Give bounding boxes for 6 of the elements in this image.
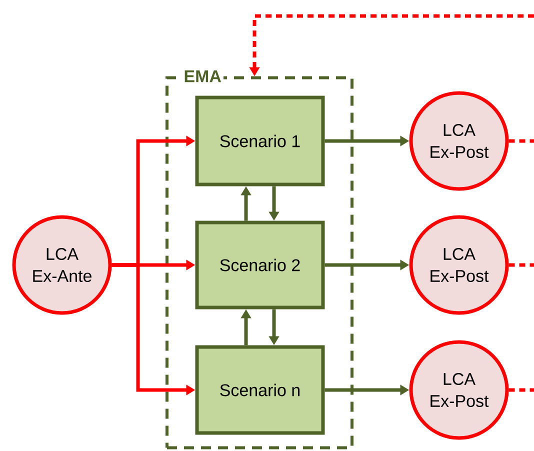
feedback-line [508,388,534,392]
scenario-box: Scenario 2 [195,220,325,310]
scenario-box: Scenario n [195,345,325,435]
feedback-line [508,263,534,267]
feedback-line [508,139,534,143]
scenario-box: Scenario 1 [195,96,325,186]
